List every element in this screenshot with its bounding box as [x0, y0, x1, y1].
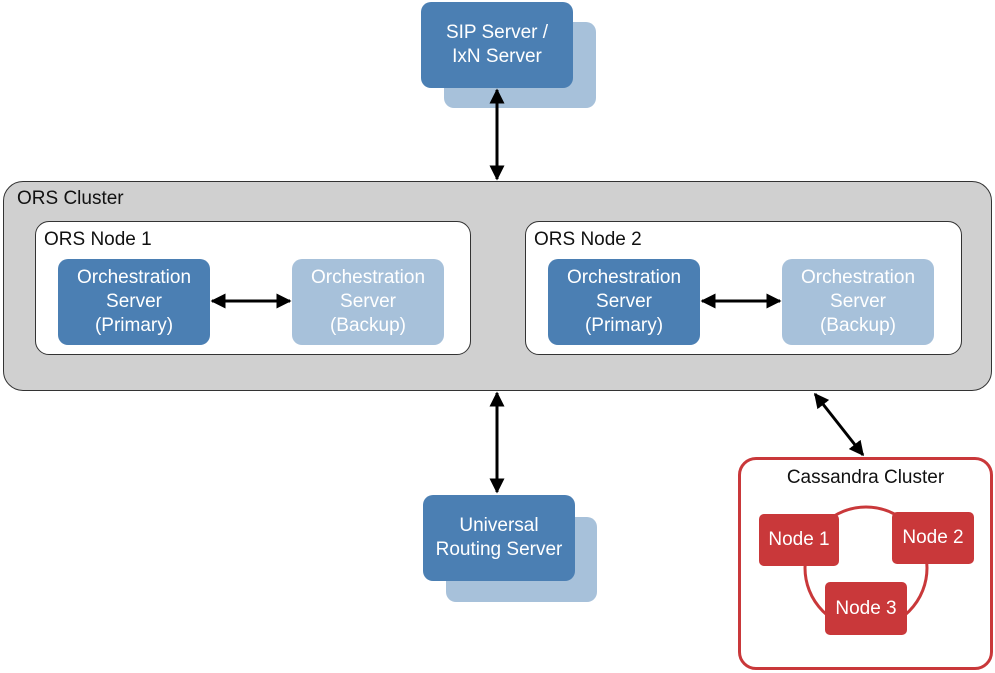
sip-server-label-line2: IxN Server: [452, 46, 542, 67]
urs-label-line2: Routing Server: [435, 539, 563, 560]
ors-cluster-title: ORS Cluster: [17, 188, 124, 209]
node2-backup-line3: (Backup): [819, 315, 897, 336]
node2-primary-line2: Server: [596, 291, 652, 312]
node1-backup-line2: Server: [340, 291, 396, 312]
node1-primary-line3: (Primary): [94, 315, 174, 336]
node2-primary-line1: Orchestration: [566, 267, 682, 288]
node2-primary-line3: (Primary): [584, 315, 664, 336]
node2-orchestration-server-backup: Orchestration Server (Backup): [782, 259, 934, 345]
node2-orchestration-server-primary: Orchestration Server (Primary): [548, 259, 700, 345]
node1-primary-line1: Orchestration: [76, 267, 192, 288]
arrow-cluster-to-cassandra: [813, 392, 865, 457]
cassandra-node-1: Node 1: [759, 514, 839, 566]
node1-orchestration-server-backup: Orchestration Server (Backup): [292, 259, 444, 345]
sip-server-box: SIP Server / IxN Server: [421, 2, 573, 88]
node1-primary-line2: Server: [106, 291, 162, 312]
node2-backup-line1: Orchestration: [800, 267, 916, 288]
universal-routing-server-box: Universal Routing Server: [423, 495, 575, 581]
cassandra-node-3: Node 3: [825, 582, 907, 635]
ors-node-2-title: ORS Node 2: [534, 229, 642, 250]
node1-backup-line1: Orchestration: [310, 267, 426, 288]
ors-node-1-title: ORS Node 1: [44, 229, 152, 250]
urs-label-line1: Universal: [459, 515, 539, 536]
sip-server-label-line1: SIP Server /: [445, 22, 549, 43]
node1-backup-line3: (Backup): [329, 315, 407, 336]
node1-orchestration-server-primary: Orchestration Server (Primary): [58, 259, 210, 345]
node2-backup-line2: Server: [830, 291, 886, 312]
cassandra-node-2: Node 2: [892, 512, 974, 564]
cassandra-cluster-title: Cassandra Cluster: [786, 467, 945, 488]
